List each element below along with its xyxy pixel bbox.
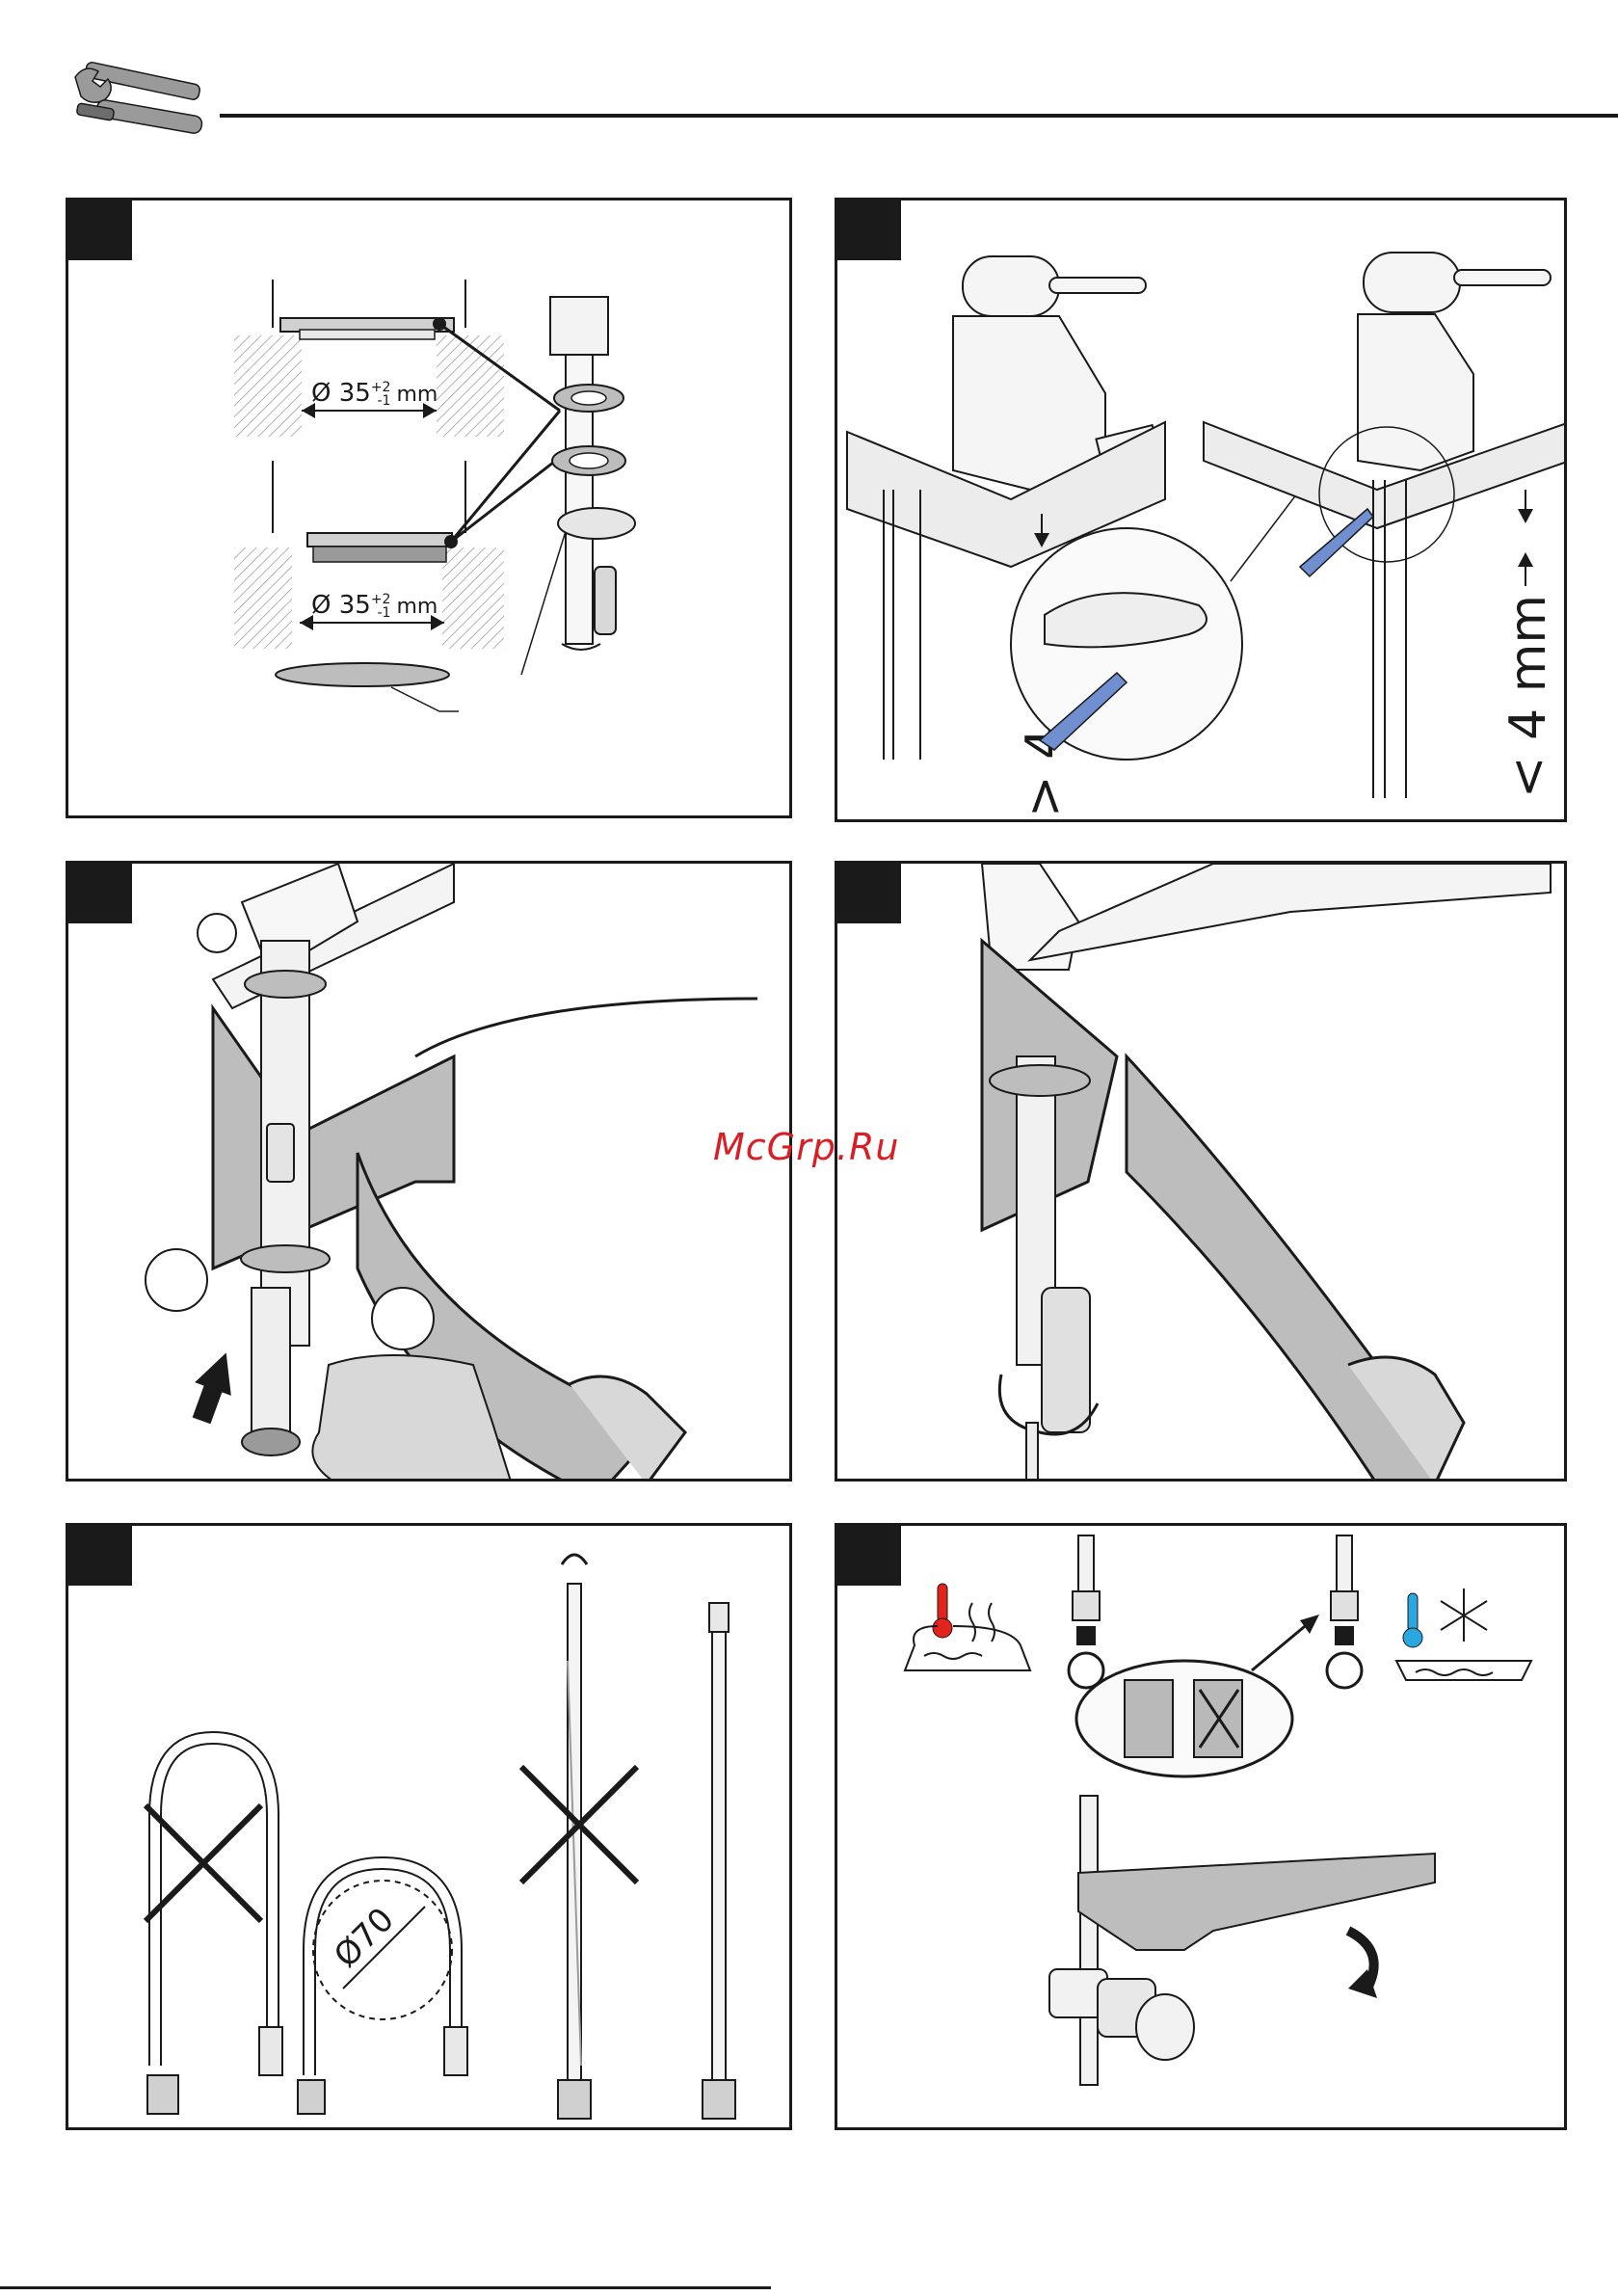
header <box>67 58 1571 164</box>
panel-4-step <box>835 861 1567 1482</box>
footer-rule <box>0 2286 771 2289</box>
cold-water-icon <box>1396 1589 1531 1680</box>
clearance-diagram: > 4 mm < 4 mm <box>837 200 1567 822</box>
screwdriver-diagram <box>837 864 1567 1482</box>
install-diagram <box>68 864 792 1482</box>
panel-2-step: > 4 mm < 4 mm <box>835 198 1567 822</box>
watermark-text: McGrp.Ru <box>713 1126 899 1168</box>
right-clearance-label: < 4 mm <box>1499 595 1557 798</box>
hot-thermometer <box>938 1584 947 1622</box>
hot-water-icon <box>905 1584 1030 1670</box>
connection-diagram <box>837 1526 1567 2130</box>
snowflake-icon <box>1441 1589 1487 1642</box>
wrench-screwdriver-icon <box>67 58 212 164</box>
panel-6-step <box>835 1523 1567 2130</box>
panel-3-step <box>66 861 792 1482</box>
bend-radius-label: Ø70 <box>327 1901 402 1976</box>
panel-5-step: Ø70 <box>66 1523 792 2130</box>
header-rule <box>220 114 1618 118</box>
hose-bending-diagram: Ø70 <box>68 1526 792 2130</box>
